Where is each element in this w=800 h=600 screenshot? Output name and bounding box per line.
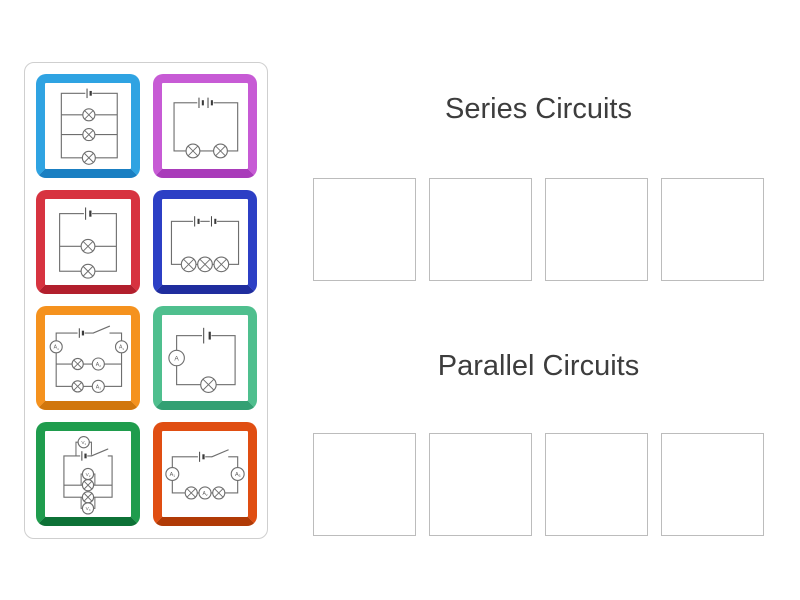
lamp-icon [81,479,94,492]
lamp-icon [81,128,95,142]
circuit-diagram [172,97,238,159]
ammeter-icon: A1 [164,466,179,482]
lamp-icon [81,108,95,122]
svg-text:A1: A1 [169,472,175,478]
lamp-icon [180,256,197,273]
series-drop-slot-4[interactable] [661,178,764,281]
battery-icon [84,88,92,99]
circuit-diagram [58,207,117,279]
lamp-icon [199,376,217,393]
lamp-icon [212,256,229,273]
lamp-icon [212,143,228,159]
svg-text:A: A [174,355,179,362]
open-switch-icon [210,449,229,459]
voltmeter-icon: V2 [81,467,94,481]
ammeter-icon: A2 [91,357,105,371]
svg-text:V3: V3 [85,506,90,512]
svg-text:A3: A3 [95,384,100,390]
svg-text:A2: A2 [202,491,207,497]
voltmeter-icon: V3 [81,502,94,515]
lamp-icon [196,256,213,273]
open-switch-icon [92,325,110,335]
tile-parallel-two-lamps[interactable] [35,190,140,294]
circuit-diagram: A [167,327,236,393]
parallel-drop-slot-3[interactable] [545,433,648,536]
voltmeter-icon: V1 [77,436,90,449]
wire-loop [172,102,238,152]
tile-series-ammeter-lamp[interactable]: A [152,306,257,410]
series-drop-slot-2[interactable] [429,178,532,281]
battery-icon [197,451,205,462]
open-switch-icon [90,448,108,458]
parallel-group-title: Parallel Circuits [437,350,640,382]
battery-icon [192,216,217,227]
series-drop-slots [313,178,764,281]
tile-series-three-lamps[interactable] [152,190,257,294]
lamp-icon [184,486,198,500]
lamp-icon [80,263,95,279]
parallel-drop-slot-2[interactable] [429,433,532,536]
parallel-drop-slots [313,433,764,536]
battery-icon [83,207,92,220]
series-drop-slot-3[interactable] [545,178,648,281]
wire-loop [55,332,122,387]
series-drop-slot-1[interactable] [313,178,416,281]
lamp-icon [185,143,200,159]
lamp-icon [71,380,84,393]
wire-loop [60,92,118,159]
battery-icon [79,451,87,461]
svg-text:V1: V1 [81,440,86,446]
battery-icon [77,328,85,338]
lamp-icon [80,238,95,254]
tile-parallel-three-lamps[interactable] [35,74,140,178]
ammeter-icon: A3 [230,466,245,482]
ammeter-icon: A4 [49,340,63,354]
battery-icon [201,327,211,344]
circuit-diagram [60,88,118,165]
svg-text:A4: A4 [53,345,58,351]
parallel-drop-slot-4[interactable] [661,433,764,536]
ammeter-icon: A3 [91,379,105,393]
lamp-icon [211,486,225,500]
circuit-diagram [170,216,239,273]
ammeter-icon: A1 [114,340,128,354]
lamp-icon [71,357,84,371]
svg-text:A2: A2 [95,362,100,368]
lamp-icon [81,491,94,504]
series-group-title: Series Circuits [445,93,632,125]
tile-series-two-lamps[interactable] [152,74,257,178]
lamp-icon [81,150,96,165]
ammeter-icon: A2 [197,486,212,500]
battery-icon [196,97,214,108]
svg-text:A3: A3 [234,472,240,478]
svg-text:V2: V2 [85,472,90,478]
parallel-drop-slot-1[interactable] [313,433,416,536]
ammeter-icon: A [167,349,185,367]
svg-text:A1: A1 [118,345,123,351]
